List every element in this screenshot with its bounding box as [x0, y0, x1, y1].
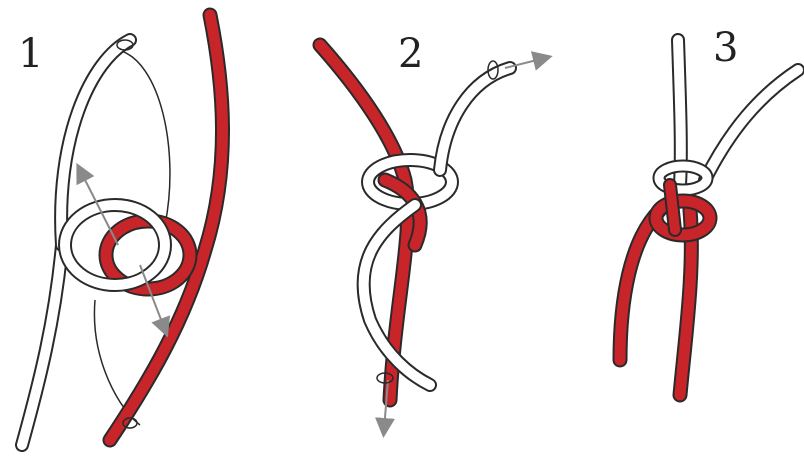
step-number-3: 3: [713, 28, 738, 68]
step-1-illustration: [22, 15, 223, 445]
step-2-illustration: [320, 45, 545, 430]
step-number-1: 1: [18, 34, 43, 74]
step-number-2: 2: [398, 34, 423, 74]
thin-guide-loop: [118, 50, 170, 225]
step-3-illustration: [620, 40, 798, 395]
